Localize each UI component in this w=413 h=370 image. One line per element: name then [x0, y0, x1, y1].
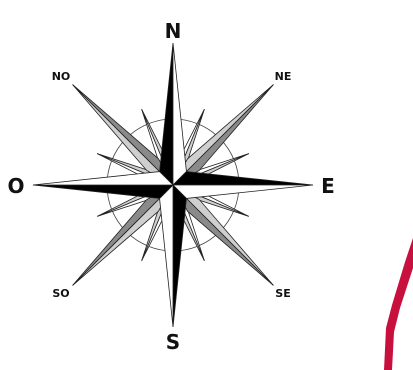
southwest-label: SO [52, 287, 69, 300]
west-point-light [33, 172, 173, 185]
cardinal-points [33, 43, 313, 327]
compass-rose [33, 43, 313, 327]
west-point-dark [33, 185, 173, 198]
southeast-point-dark [173, 185, 273, 285]
north-point-dark [160, 43, 173, 185]
northeast-label: NE [275, 70, 292, 83]
south-point-dark [173, 185, 186, 327]
red-accent-stroke [384, 238, 413, 370]
southeast-label: SE [275, 287, 290, 300]
northeast-point-dark [173, 85, 273, 185]
east-point-dark [173, 172, 313, 185]
west-label: O [7, 174, 24, 198]
east-label: E [321, 174, 335, 198]
north-label: N [165, 19, 182, 43]
east-point-light [173, 185, 313, 198]
south-label: S [166, 330, 180, 354]
north-point-light [173, 43, 186, 185]
south-point-light [160, 185, 173, 327]
northwest-point-dark [73, 85, 173, 185]
northwest-label: NO [52, 70, 71, 83]
southwest-point-dark [73, 185, 173, 285]
